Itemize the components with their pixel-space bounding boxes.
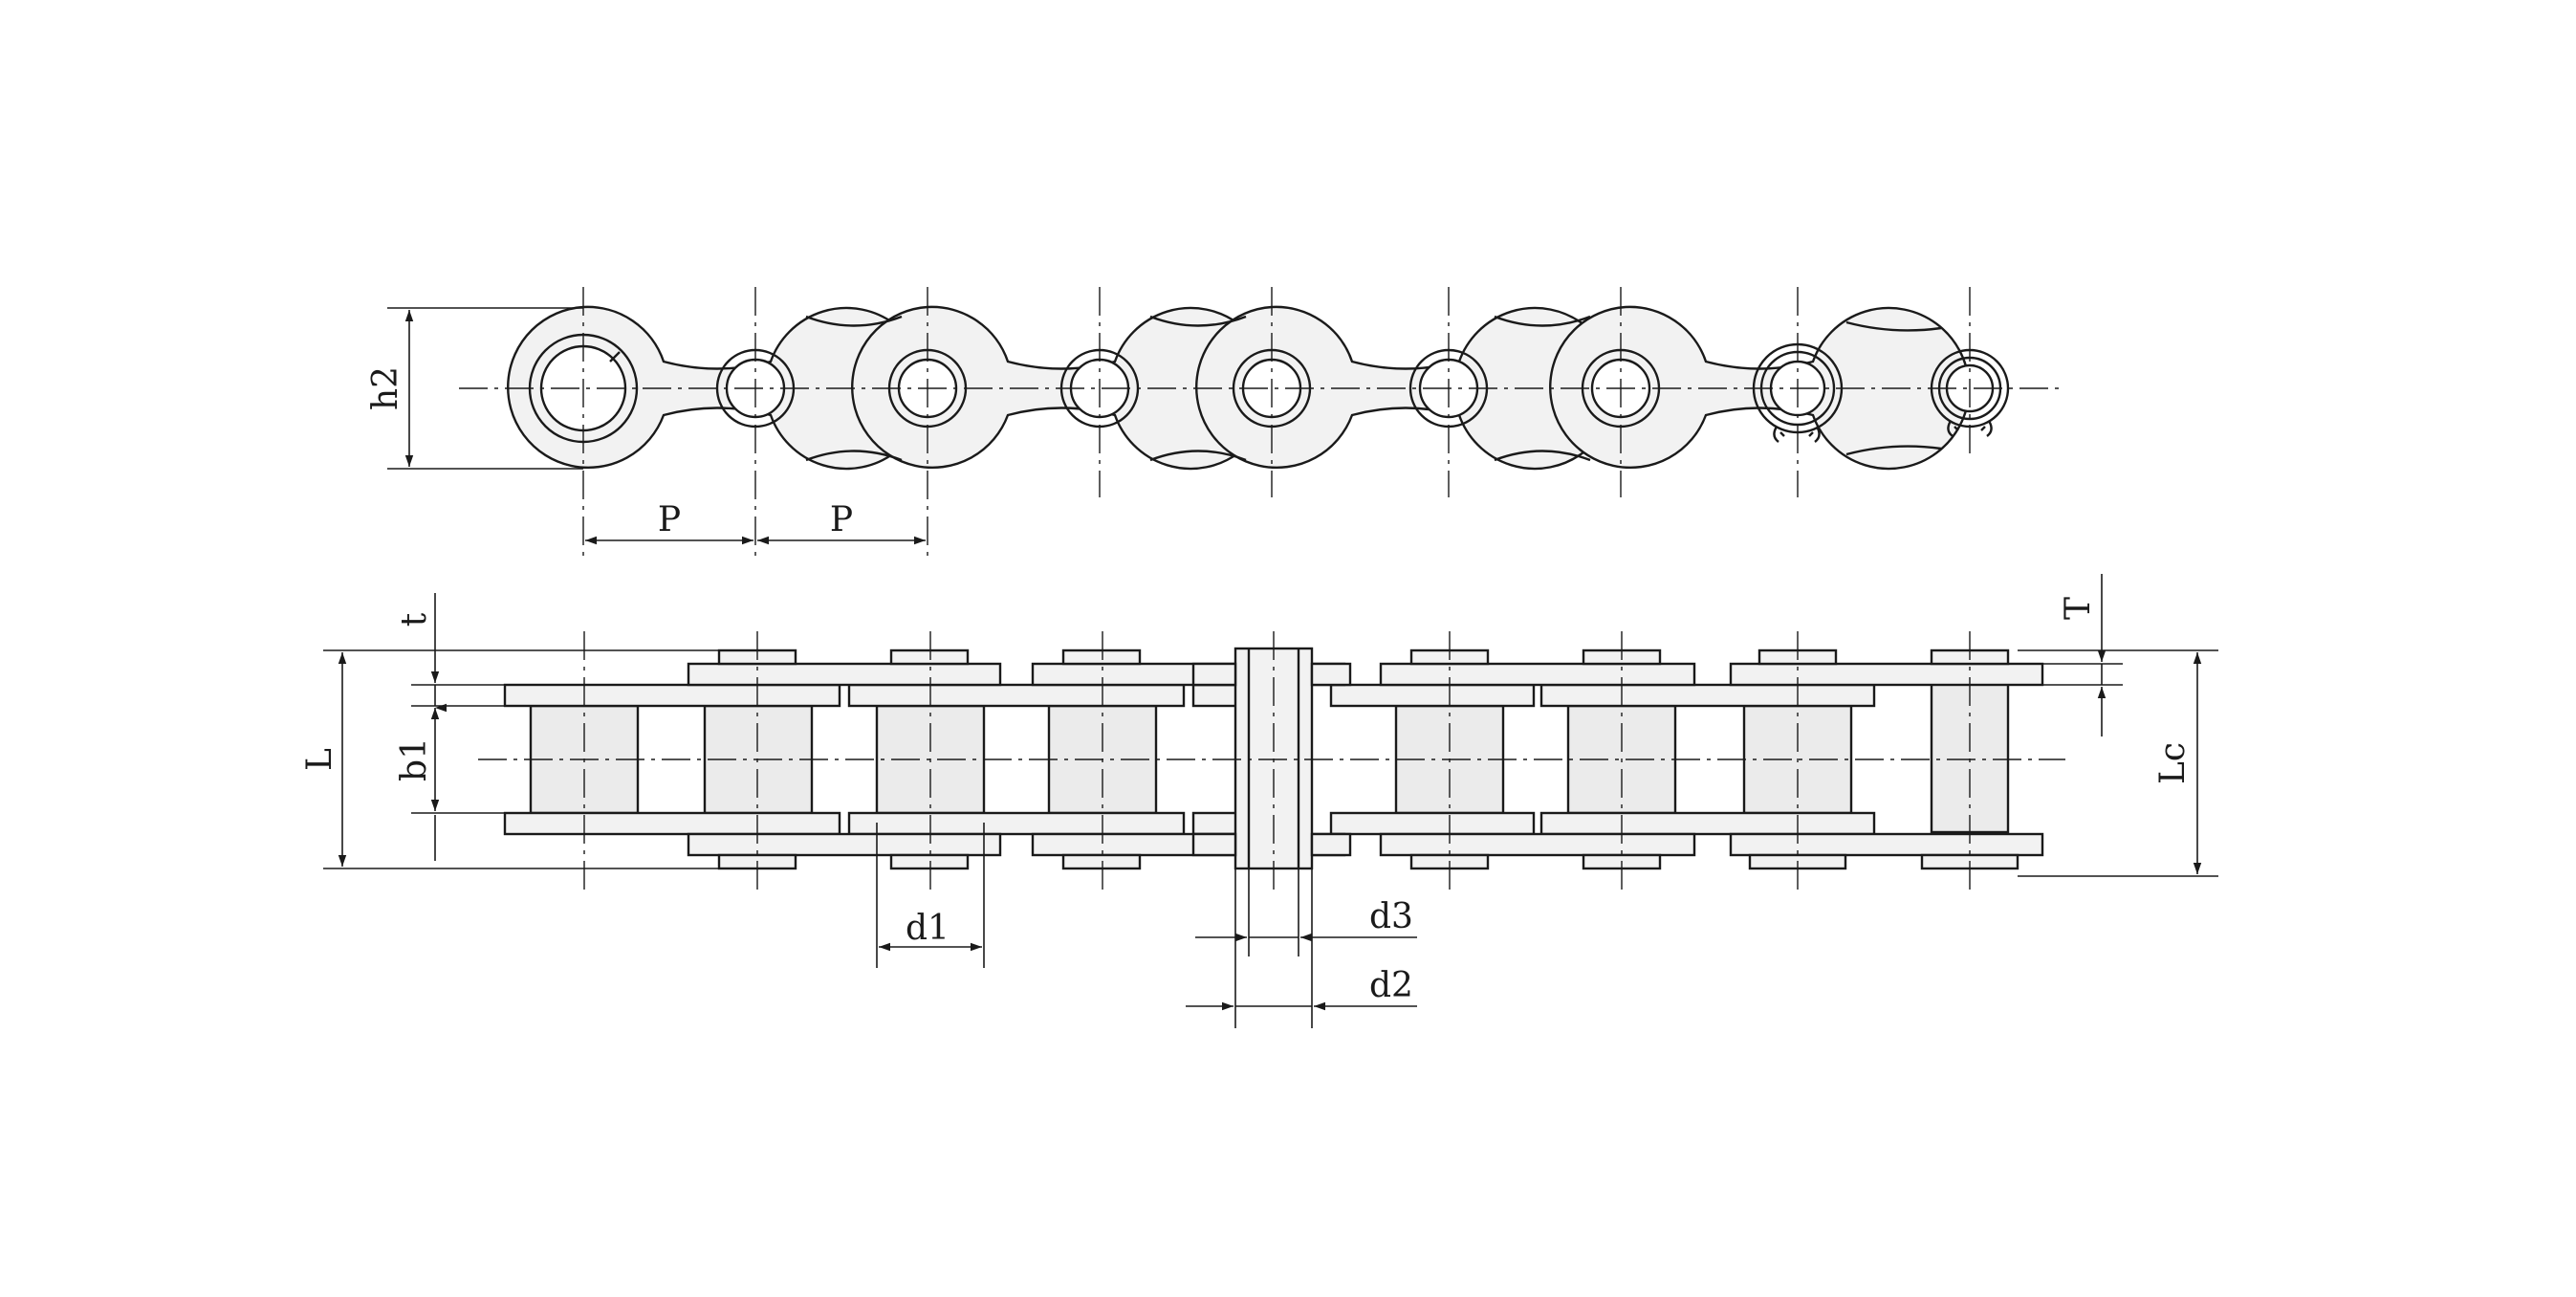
plate-stub: [1310, 832, 1352, 857]
dimension-pitch: P P: [585, 500, 926, 545]
spring-clip-2: [1947, 420, 1993, 437]
dimension-h2: h2: [366, 307, 583, 470]
pin-head: [889, 648, 970, 666]
label-T: T: [2059, 597, 2098, 620]
label-d1: d1: [906, 909, 950, 948]
outer-plate-bottom-1: [687, 832, 1002, 857]
plate-stub: [1191, 832, 1237, 857]
inner-plate-edge-4: [1845, 320, 1942, 456]
label-L: L: [300, 748, 339, 771]
hole-mark: [609, 351, 621, 363]
pin-head: [1061, 853, 1142, 870]
side-view-centerlines: [459, 287, 2065, 560]
label-h2: h2: [366, 366, 405, 410]
inner-plate-bottom-4: [1329, 811, 1536, 836]
outer-plate-top-4: [1729, 662, 2044, 687]
dimension-T: T: [2008, 574, 2123, 736]
inner-plate-bottom-1: [503, 811, 841, 836]
dimension-d3-d2: d3 d2: [1186, 868, 1417, 1028]
top-view-inner-plates: [503, 683, 1876, 836]
plate-stub: [1191, 662, 1237, 687]
inner-plate-top-3: [1191, 683, 1243, 708]
dimension-L-t-b1: L t b1: [300, 593, 719, 869]
chain-top-view: L t b1 d1 d3: [300, 574, 2218, 1028]
outer-plate-top-3: [1379, 662, 1696, 687]
inner-plate-top-4: [1329, 683, 1536, 708]
top-view-centerlines: [478, 631, 2065, 890]
inner-plate-top-5: [1539, 683, 1876, 708]
chain-side-view: h2 P P: [366, 287, 2065, 560]
outer-plate-bottom-3: [1379, 832, 1696, 857]
label-t: t: [395, 612, 434, 627]
inner-plate-top-1: [503, 683, 841, 708]
plate-stub: [1310, 662, 1352, 687]
inner-plate-edge-3: [1494, 315, 1591, 462]
spring-clip-1: [1773, 426, 1821, 443]
label-pitch-1: P: [658, 500, 681, 539]
outer-plate-bottom-4: [1729, 832, 2044, 857]
inner-plate-bottom-2: [847, 811, 1186, 836]
sectioned-pin: [1191, 647, 1352, 870]
dimension-d1: d1: [876, 823, 985, 968]
dimension-Lc: Lc: [2018, 649, 2218, 877]
side-view-plates: [507, 305, 1971, 471]
pin-head: [1061, 648, 1142, 666]
label-Lc: Lc: [2153, 742, 2193, 784]
inner-plate-top-2: [847, 683, 1186, 708]
label-d2: d2: [1369, 966, 1413, 1005]
inner-plate-edge-1: [805, 315, 903, 462]
outer-plate-top-1: [687, 662, 1002, 687]
pin-head: [889, 853, 970, 870]
label-pitch-2: P: [830, 500, 853, 539]
inner-plate-edge-2: [1149, 315, 1247, 462]
label-b1: b1: [395, 737, 434, 781]
inner-plate-bottom-5: [1539, 811, 1876, 836]
inner-plate-bottom-3: [1191, 811, 1243, 836]
label-d3: d3: [1369, 897, 1413, 936]
